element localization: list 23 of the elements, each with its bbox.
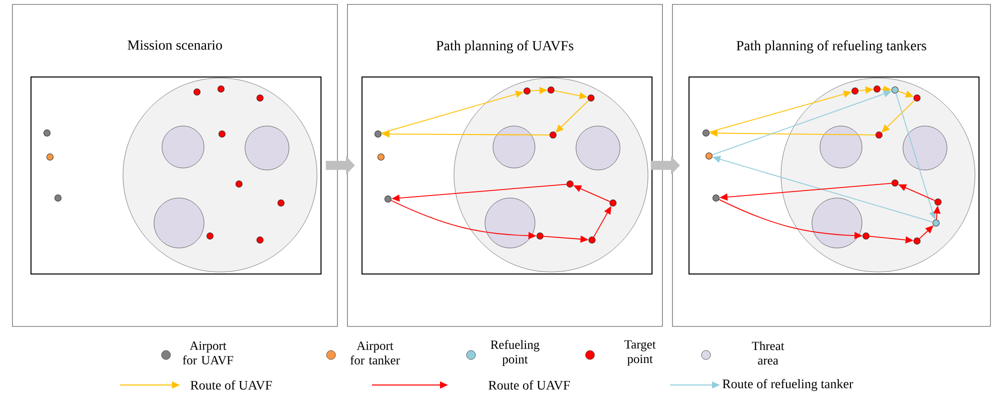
legend-label: Airport for tanker bbox=[350, 342, 400, 364]
airport-point bbox=[374, 130, 382, 138]
legend-label: Route of UAVF bbox=[488, 380, 570, 390]
airport-point bbox=[54, 194, 62, 202]
airport-point bbox=[384, 196, 392, 202]
panel bbox=[672, 4, 991, 327]
airport-point bbox=[702, 130, 710, 136]
airport-point bbox=[706, 152, 712, 160]
airport-point bbox=[378, 154, 384, 160]
panel bbox=[347, 4, 663, 327]
airport-point bbox=[46, 154, 54, 160]
legend-label: Target point bbox=[624, 340, 656, 366]
panel-title: Path planning of refueling tankers bbox=[736, 40, 926, 54]
legend-label: Airport for UAVF bbox=[182, 342, 234, 364]
legend-label: Route of refueling tanker bbox=[722, 379, 854, 391]
legend-label: Route of UAVF bbox=[190, 380, 272, 390]
legend-label: Refueling point bbox=[490, 340, 540, 366]
panel bbox=[12, 4, 338, 327]
airport-point bbox=[712, 194, 720, 202]
legend-label: Threat area bbox=[752, 341, 784, 365]
panel-title: Mission scenario bbox=[128, 40, 222, 50]
airport-point bbox=[44, 130, 50, 136]
panel-title: Path planning of UAVFs bbox=[436, 40, 574, 54]
